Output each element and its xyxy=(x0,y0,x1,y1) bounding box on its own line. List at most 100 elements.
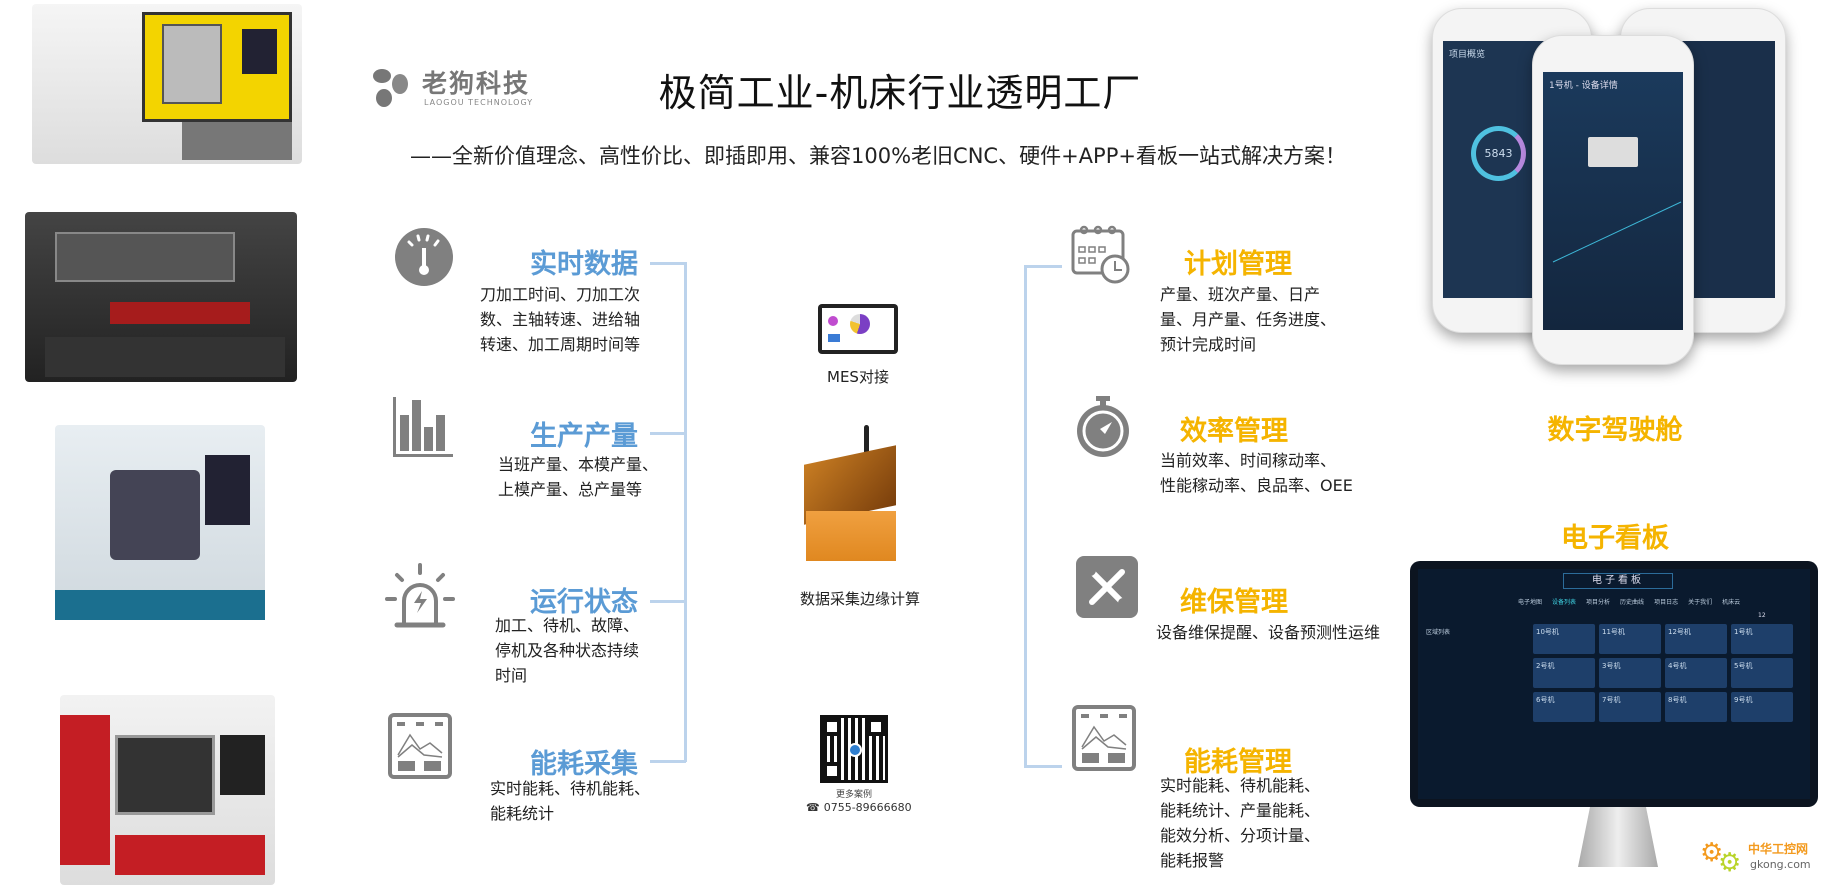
machine-name: 1号机 xyxy=(1734,628,1753,636)
cnc-machine-yellow xyxy=(32,4,302,164)
feature-desc: 当班产量、本模产量、 上模产量、总产量等 xyxy=(498,455,659,499)
phone-screen-title: 1号机 - 设备详情 xyxy=(1549,81,1618,91)
screen-nav-item[interactable]: 电子地图 xyxy=(1518,599,1543,606)
dashboard-label: 电子看板 xyxy=(1561,523,1669,554)
machine-card[interactable]: 8号机 xyxy=(1665,692,1727,722)
machine-card[interactable]: 4号机 xyxy=(1665,658,1727,688)
feature-title: 维保管理 xyxy=(1180,587,1288,618)
energy-meter-icon xyxy=(1072,705,1136,771)
alarm-light-icon xyxy=(385,563,455,628)
calendar-clock-icon xyxy=(1071,225,1130,284)
feature-title: 能耗管理 xyxy=(1184,747,1292,778)
machine-name: 11号机 xyxy=(1602,628,1625,636)
feature-desc: 设备维保提醒、设备预测性运维 xyxy=(1156,623,1381,642)
left-bracket-line xyxy=(684,262,687,762)
machine-card[interactable]: 1号机 xyxy=(1731,624,1793,654)
monitor-stand xyxy=(1578,807,1658,867)
company-logo: 老狗科技 LAOGOU TECHNOLOGY xyxy=(370,62,550,112)
connector xyxy=(650,760,686,763)
phone-24h-icon: ☎ xyxy=(806,801,820,814)
feature-title: 生产产量 xyxy=(530,421,638,452)
connector xyxy=(650,262,686,265)
qr-code[interactable] xyxy=(820,715,888,783)
contact-phone: ☎0755-89666680 xyxy=(806,801,912,814)
machine-name: 6号机 xyxy=(1536,696,1555,704)
connector xyxy=(1024,265,1062,268)
logo-name: 老狗科技 xyxy=(422,69,531,98)
bar-chart-icon xyxy=(393,397,453,457)
gear-icon: ⚙ xyxy=(1718,848,1742,878)
connector xyxy=(650,600,686,603)
machine-card-grid: 10号机 11号机 12号机 1号机 2号机 3号机 4号机 5号机 6号机 7号机 8号机 9号机 xyxy=(1533,624,1793,722)
screen-nav-item[interactable]: 设备列表 xyxy=(1552,599,1577,606)
feature-title: 效率管理 xyxy=(1180,416,1288,447)
gkong-watermark: ⚙ ⚙ 中华工控网 gkong.com xyxy=(1700,838,1830,883)
machine-card[interactable]: 5号机 xyxy=(1731,658,1793,688)
gear-icon: ⚙ xyxy=(1700,838,1724,868)
machine-card[interactable]: 7号机 xyxy=(1599,692,1661,722)
feature-title: 实时数据 xyxy=(530,249,638,280)
machine-name: 9号机 xyxy=(1734,696,1753,704)
feature-title: 计划管理 xyxy=(1184,249,1292,280)
screen-sidebar-title: 区域列表 xyxy=(1426,629,1451,636)
qr-caption: 更多案例 xyxy=(835,790,872,800)
feature-desc: 实时能耗、待机能耗、 能耗统计、产量能耗、 能效分析、分项计量、 能耗报警 xyxy=(1160,776,1321,870)
machine-card[interactable]: 9号机 xyxy=(1731,692,1793,722)
machine-name: 3号机 xyxy=(1602,662,1621,670)
screen-nav: 电子地图 设备列表 项目分析 历史曲线 项目日志 关于我们 机床云 xyxy=(1518,597,1740,606)
feature-desc: 刀加工时间、刀加工次 数、主轴转速、进给轴 转速、加工周期时间等 xyxy=(480,285,641,354)
screen-nav-item[interactable]: 关于我们 xyxy=(1688,599,1713,606)
cnc-machine-red xyxy=(60,695,275,885)
watermark-name: 中华工控网 xyxy=(1748,842,1809,856)
machine-name: 2号机 xyxy=(1536,662,1555,670)
machine-card[interactable]: 2号机 xyxy=(1533,658,1595,688)
stopwatch-icon xyxy=(1077,396,1129,457)
edge-device-image xyxy=(798,425,903,573)
watermark-domain: gkong.com xyxy=(1750,858,1811,871)
machine-card[interactable]: 11号机 xyxy=(1599,624,1661,654)
page-title: 极简工业-机床行业透明工厂 xyxy=(658,71,1142,115)
edge-device-label: 数据采集边缘计算 xyxy=(799,590,920,608)
screen-nav-item[interactable]: 项目分析 xyxy=(1586,599,1611,606)
mes-tablet-image xyxy=(818,304,898,354)
dashboard-monitor: 电子看板 电子地图 设备列表 项目分析 历史曲线 项目日志 关于我们 机床云 区域列表 12… xyxy=(1410,561,1818,807)
screen-nav-item[interactable]: 项目日志 xyxy=(1654,599,1679,606)
feature-title: 运行状态 xyxy=(530,587,638,618)
machine-card[interactable]: 10号机 xyxy=(1533,624,1595,654)
feature-desc: 当前效率、时间稼动率、 性能稼动率、良品率、OEE xyxy=(1160,451,1353,495)
cockpit-label: 数字驾驶舱 xyxy=(1547,415,1683,446)
phone-number: 0755-89666680 xyxy=(823,801,912,814)
machine-name: 4号机 xyxy=(1668,662,1687,670)
machine-name: 12号机 xyxy=(1668,628,1691,636)
machine-count: 12 xyxy=(1758,612,1766,619)
paw-logo-icon xyxy=(373,69,408,107)
machine-name: 5号机 xyxy=(1734,662,1753,670)
machine-card[interactable]: 12号机 xyxy=(1665,624,1727,654)
page-subtitle: ——全新价值理念、高性价比、即插即用、兼容100%老旧CNC、硬件+APP+看板… xyxy=(410,144,1346,168)
machine-name: 7号机 xyxy=(1602,696,1621,704)
screen-nav-item[interactable]: 机床云 xyxy=(1722,599,1741,606)
screen-title: 电子看板 xyxy=(1563,573,1673,589)
feature-desc: 实时能耗、待机能耗、 能耗统计 xyxy=(490,779,651,823)
logo-subtitle: LAOGOU TECHNOLOGY xyxy=(424,98,534,107)
right-bracket-line xyxy=(1024,265,1027,767)
phone-center: 1号机 - 设备详情 xyxy=(1532,35,1694,365)
mes-label: MES对接 xyxy=(827,368,889,386)
machine-card[interactable]: 3号机 xyxy=(1599,658,1661,688)
phone-screen-title: 项目概览 xyxy=(1449,50,1486,60)
phone-line-chart xyxy=(1552,201,1682,263)
gauge-icon xyxy=(395,228,453,286)
total-count-ring: 5843 xyxy=(1471,126,1526,181)
energy-meter-icon xyxy=(388,713,452,779)
connector xyxy=(1024,765,1062,768)
feature-desc: 加工、待机、故障、 停机及各种状态持续 时间 xyxy=(495,616,640,685)
machine-name: 8号机 xyxy=(1668,696,1687,704)
cnc-lathe-dark xyxy=(25,212,297,382)
feature-desc: 产量、班次产量、日产 量、月产量、任务进度、 预计完成时间 xyxy=(1160,285,1337,354)
screen-nav-item[interactable]: 历史曲线 xyxy=(1620,599,1645,606)
connector xyxy=(650,432,686,435)
machine-name: 10号机 xyxy=(1536,628,1559,636)
machine-card[interactable]: 6号机 xyxy=(1533,692,1595,722)
cnc-machine-white-blue xyxy=(55,425,265,620)
wrench-screwdriver-icon xyxy=(1076,556,1138,618)
